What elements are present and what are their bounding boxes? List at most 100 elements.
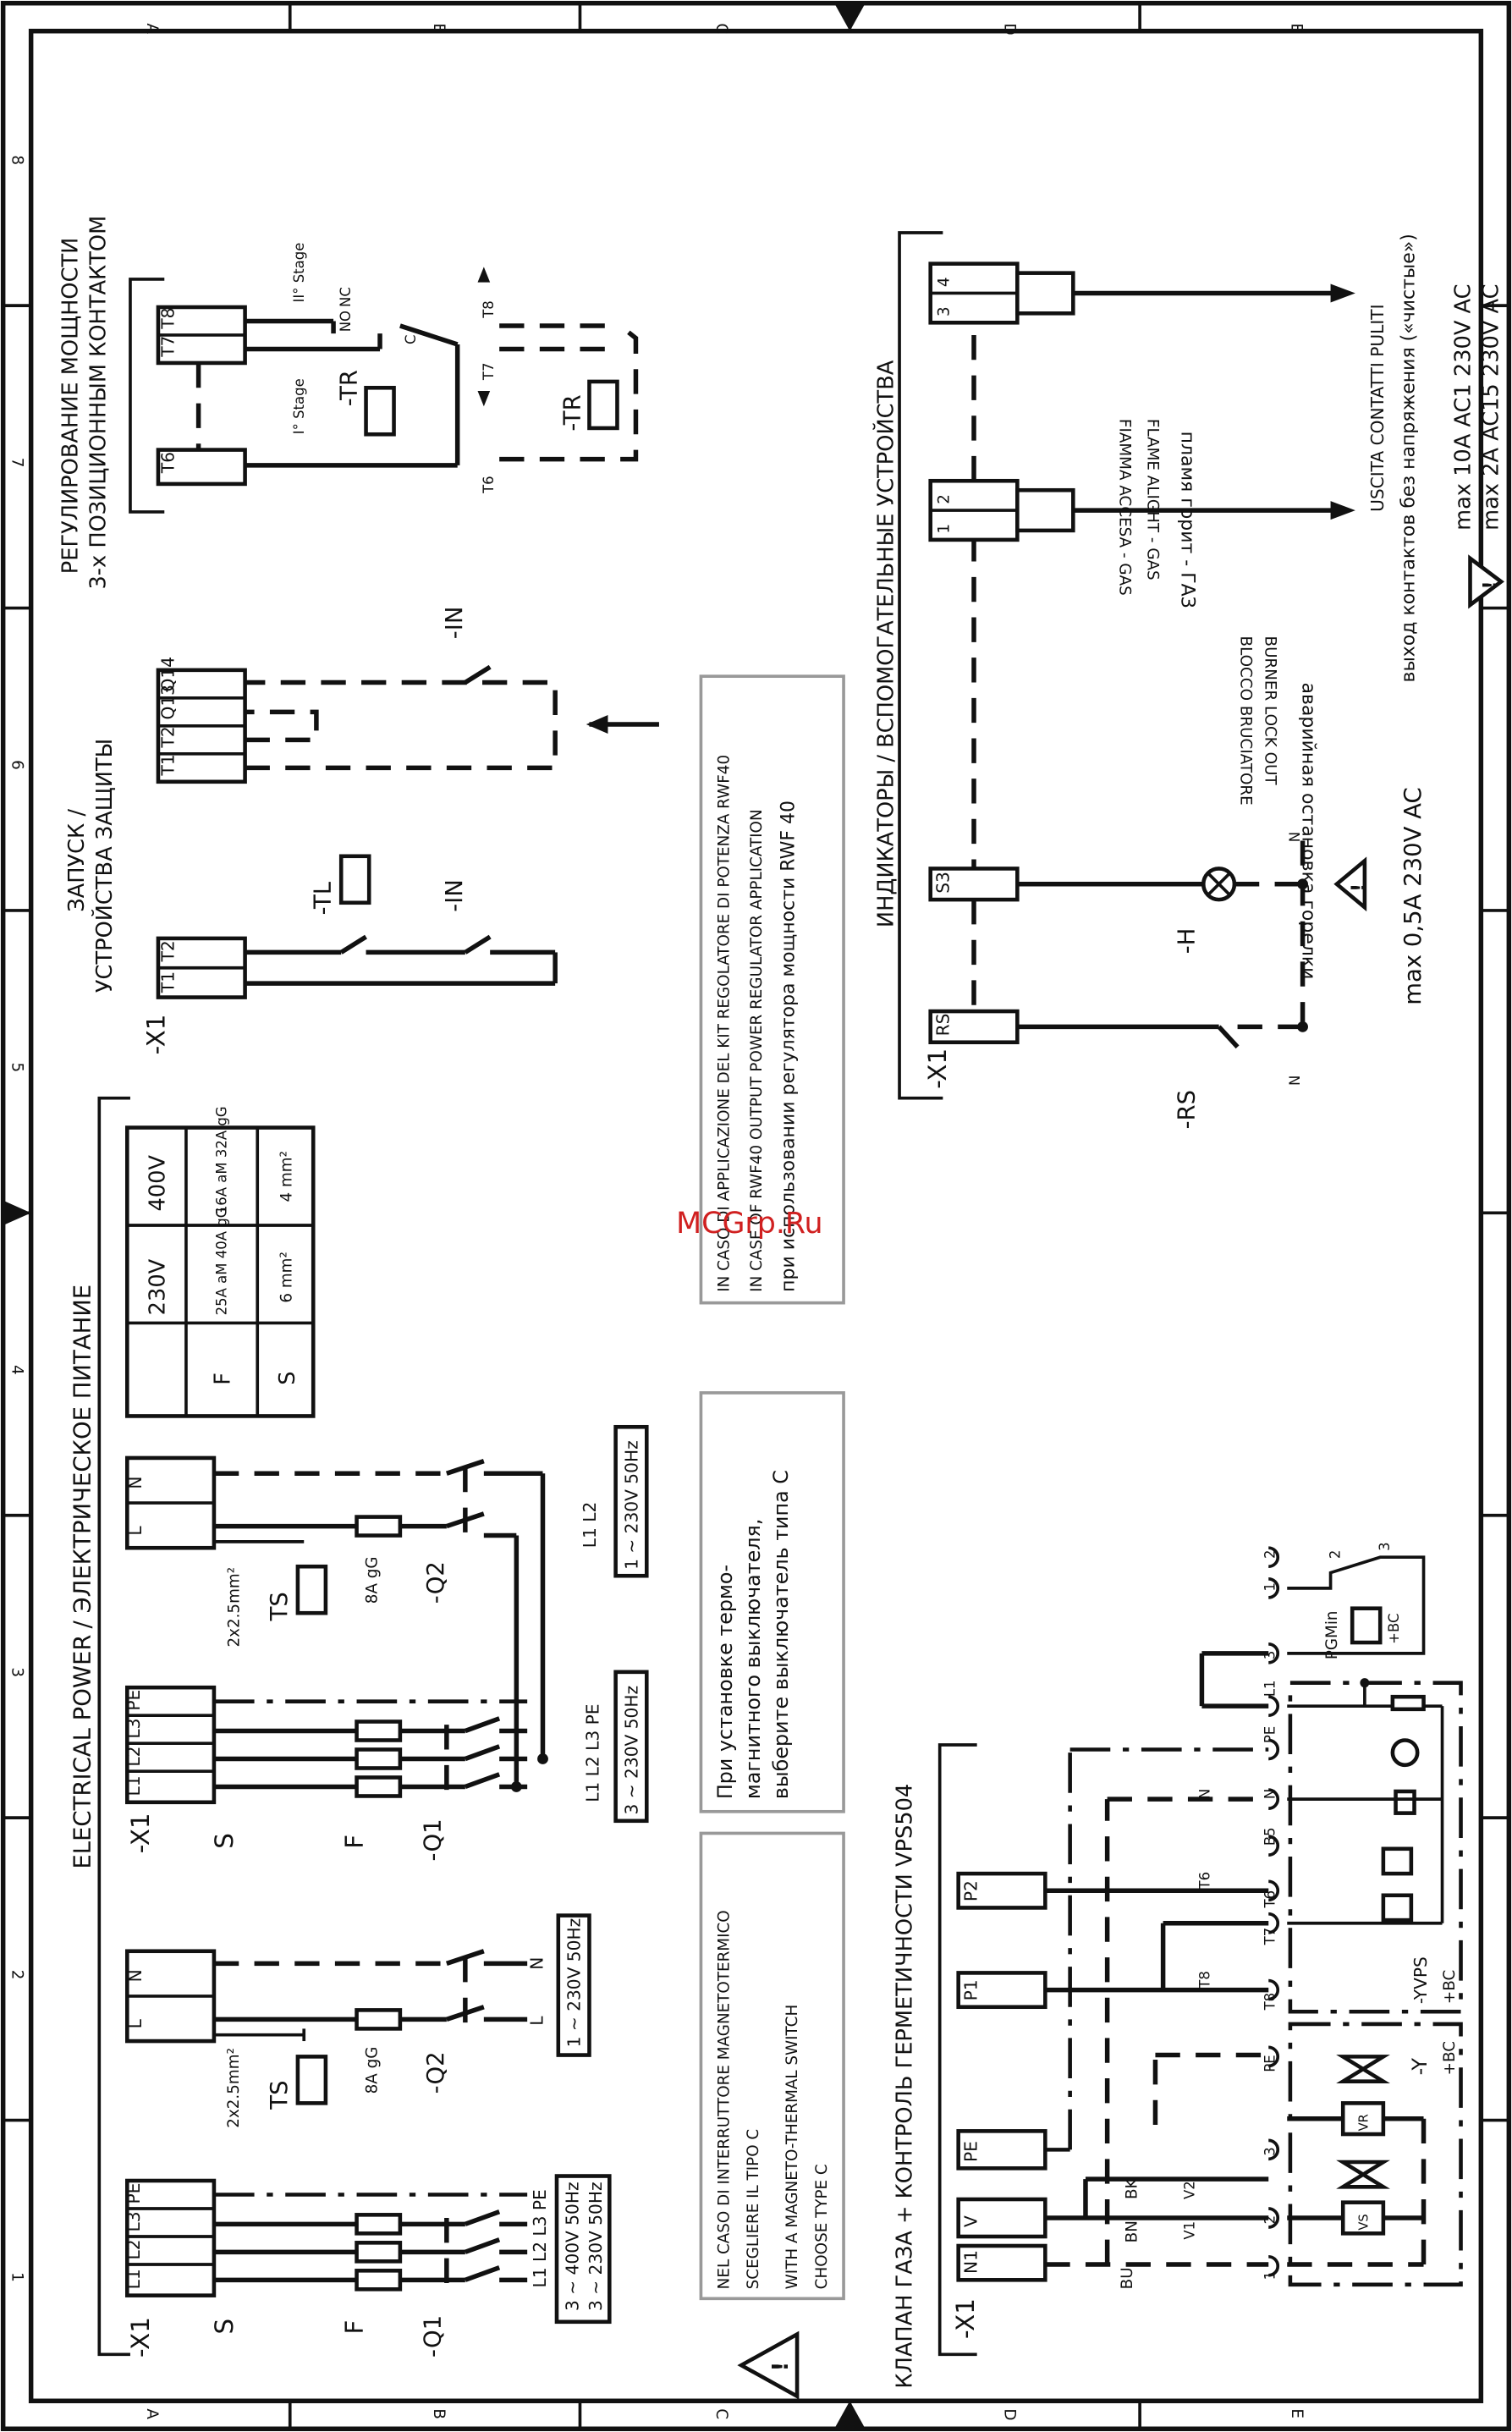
t7b-label: T7 xyxy=(481,363,497,382)
note-ru-3: выберите выключатель типа C xyxy=(769,1470,793,1799)
supply-230-1: 1 ~ 230V 50Hz xyxy=(621,1440,641,1570)
resistor-icon xyxy=(1390,1694,1426,1712)
term-q14: Q14 xyxy=(157,657,178,692)
max-2: max 2A AC15 230V AC xyxy=(1479,283,1504,530)
term-p2-label: P2 xyxy=(961,1880,981,1901)
contact-3: 3 xyxy=(936,306,954,316)
arrow-icon xyxy=(477,390,491,407)
f-label: F xyxy=(340,1835,369,1849)
f-label: F xyxy=(340,2320,369,2335)
note-en-1: WITH A MAGNETO-THERMAL SWITCH xyxy=(783,2005,801,2290)
term-n1-label: N1 xyxy=(961,2250,981,2274)
pin-label: 2 xyxy=(1328,1550,1344,1560)
n-label: N xyxy=(1287,1076,1303,1086)
term-q13: Q13 xyxy=(157,685,178,720)
column-letters-bottom: A B C D E xyxy=(143,2408,1306,2420)
x1-label: -X1 xyxy=(126,2317,155,2358)
pin-label: 3 xyxy=(1377,1542,1393,1551)
table-row-f: F xyxy=(210,1373,235,1385)
supply-230-1: 1 ~ 230V 50Hz xyxy=(564,1918,584,2048)
valve-vr xyxy=(1340,2101,1386,2137)
fuse-8a: 8A gG xyxy=(363,2047,381,2094)
q2-label: -Q2 xyxy=(422,1561,449,1604)
reg-title-1: РЕГУЛИРОВАНИЕ МОЩНОСТИ xyxy=(58,238,84,575)
note-it-1: NEL CASO DI INTERRUTTORE MAGNETOTERMICO xyxy=(715,1910,733,2289)
warning-icon xyxy=(1468,554,1504,609)
breaker-note-ru xyxy=(699,1391,845,1813)
clean-ru: выход контактов без напряжения («чистые»… xyxy=(1399,234,1420,682)
fuse xyxy=(355,1775,403,1798)
term-pe-label: PE xyxy=(961,2141,981,2162)
kit-line-3: при использовании регулятора мощности RW… xyxy=(778,801,799,1292)
term-n1 xyxy=(956,2243,1047,2282)
pin-label: L1 xyxy=(1262,1681,1278,1697)
stage-2: II° Stage xyxy=(291,243,307,303)
fuse-8a: 8A gG xyxy=(363,1556,381,1604)
term-pe xyxy=(956,2129,1047,2171)
term-pe: PE xyxy=(124,1690,144,1711)
bc-label: +BC xyxy=(1386,1614,1402,1644)
table-f-400: 16A aM 32A gG xyxy=(214,1106,230,1214)
arrow-icon xyxy=(586,714,608,734)
column-letters-top: A B C D E xyxy=(143,24,1306,36)
col-letter: B xyxy=(430,2408,448,2419)
t8b-label: T8 xyxy=(481,300,497,319)
valve-vs xyxy=(1340,2200,1386,2236)
term-rs xyxy=(928,1009,1020,1045)
pin-label: 2 xyxy=(1262,2215,1278,2225)
kit-line-1: IN CASO DI APPLICAZIONE DEL KIT REGOLATO… xyxy=(715,755,733,1292)
pin-label: PE xyxy=(1262,2055,1278,2072)
start-section: ЗАПУСК / УСТРОЙСТВА ЗАЩИТЫ -X1 T1 T2 -TL… xyxy=(64,607,659,1054)
note-ru-2: магнитного выключателя, xyxy=(741,1519,765,1800)
y-label: -Y xyxy=(1408,2058,1432,2076)
fuse xyxy=(355,2269,403,2292)
q1-label: -Q1 xyxy=(420,2315,447,2358)
clean-it: USCITA CONTATTI PULITI xyxy=(1367,304,1388,511)
pin-label: PE xyxy=(1262,1726,1278,1743)
in-label: -IN xyxy=(441,607,468,640)
thermostat-symbol xyxy=(338,854,371,905)
term-p1-label: P1 xyxy=(961,1979,981,2000)
lockout-en: BURNER LOCK OUT xyxy=(1262,636,1279,786)
no-label: NO xyxy=(338,311,354,332)
note-ru-1: При установке термо- xyxy=(713,1565,737,1799)
flame-en: FLAME ALIGHT - GAS xyxy=(1143,419,1161,580)
valve-vr-label: VR xyxy=(1357,2114,1372,2131)
power-regulation-section: РЕГУЛИРОВАНИЕ МОЩНОСТИ 3-х ПОЗИЦИОННЫМ К… xyxy=(58,216,639,590)
term-t8: T8 xyxy=(157,307,178,329)
rs-label: -RS xyxy=(1173,1090,1200,1129)
col-letter: E xyxy=(1288,2408,1306,2418)
supply-230-3: 3 ~ 230V 50Hz xyxy=(621,1686,641,1815)
valve-symbol-icon xyxy=(1336,2055,1390,2084)
col-letter: A xyxy=(143,24,161,35)
stage-1: I° Stage xyxy=(291,378,307,434)
s-label: S xyxy=(210,2319,239,2335)
supply-box xyxy=(613,1670,649,1824)
warning-mark: ! xyxy=(1481,581,1502,590)
pgmin-label: PGMin xyxy=(1323,1610,1341,1659)
bc-label: +BC xyxy=(1441,1970,1459,2004)
term-l: L xyxy=(125,2018,146,2028)
wire-bk: BK xyxy=(1123,2177,1141,2199)
note-en-2: CHOOSE TYPE C xyxy=(813,2164,831,2289)
table-col-230: 230V xyxy=(145,1258,170,1315)
supply-400: 3 ~ 400V 50Hz xyxy=(563,2182,583,2311)
row-numbers: 1 2 3 4 5 6 7 8 xyxy=(8,155,26,2281)
term-rs-label: RS xyxy=(933,1014,954,1037)
col-letter: A xyxy=(143,2408,161,2419)
gas-title: КЛАПАН ГАЗА + КОНТРОЛЬ ГЕРМЕТИЧНОСТИ VPS… xyxy=(893,1784,918,2389)
x1-label: -X1 xyxy=(923,1048,952,1089)
fuse xyxy=(355,2213,403,2236)
start-title-2: УСТРОЙСТВА ЗАЩИТЫ xyxy=(92,739,118,993)
plug-connectors xyxy=(1268,1546,1279,2277)
wire-bu: BU xyxy=(1119,2267,1136,2289)
col-letter: E xyxy=(1288,24,1306,34)
flame-it: FIAMMA ACCESA - GAS xyxy=(1115,419,1133,596)
rwf40-note: IN CASO DI APPLICAZIONE DEL KIT REGOLATO… xyxy=(699,674,845,1305)
term-t6: T6 xyxy=(157,452,178,474)
thermostat-symbol xyxy=(364,385,396,437)
term-t1: T1 xyxy=(157,754,178,776)
row-number: 6 xyxy=(8,760,26,770)
lbl-n: N xyxy=(526,1957,547,1970)
term-v-label: V xyxy=(961,2215,981,2227)
